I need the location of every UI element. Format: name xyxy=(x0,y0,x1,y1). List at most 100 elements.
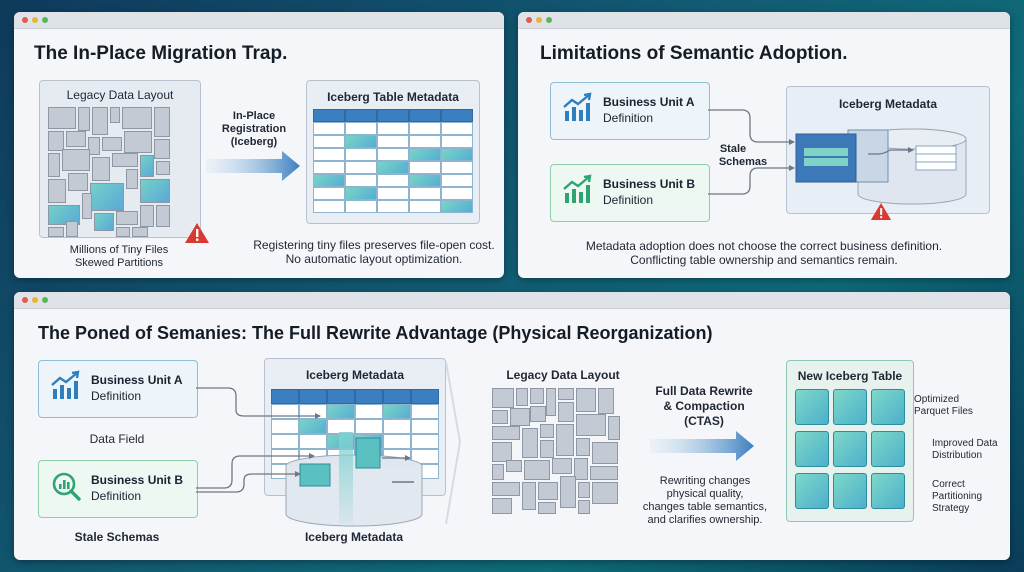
file-tile xyxy=(524,460,550,480)
legacy-layout-box: Legacy Data Layout xyxy=(39,80,201,238)
table-header-cell xyxy=(345,109,377,122)
minimize-dot-icon xyxy=(536,17,542,23)
table-cell xyxy=(441,174,473,187)
rewrite-note-line2: physical quality, xyxy=(666,488,744,500)
table-cell xyxy=(411,404,439,419)
table-header-cell xyxy=(355,389,383,404)
file-tile xyxy=(538,502,556,514)
window-chrome xyxy=(14,12,504,29)
adoption-note-line2: Conflicting table ownership and semantic… xyxy=(630,253,898,267)
table-cell xyxy=(271,404,299,419)
table-cell xyxy=(409,187,441,200)
tiny-files-grid xyxy=(492,388,638,518)
arrow-label-line3: (Iceberg) xyxy=(230,136,278,148)
window-chrome xyxy=(14,292,1010,309)
file-tile xyxy=(522,428,538,458)
file-tile xyxy=(576,414,606,436)
file-tile xyxy=(90,183,124,211)
warning-icon xyxy=(184,222,210,249)
file-tile xyxy=(88,137,100,155)
file-tile xyxy=(576,388,596,412)
file-tile xyxy=(102,137,122,151)
file-tile xyxy=(492,388,514,408)
benefit-3-line3: Strategy xyxy=(932,503,970,514)
file-tile xyxy=(66,221,78,237)
business-unit-b-card: Business Unit B Definition xyxy=(38,460,198,518)
table-cell xyxy=(409,161,441,174)
file-tile xyxy=(574,458,588,480)
table-cell xyxy=(441,200,473,213)
table-cell xyxy=(271,419,299,434)
chart-growth-icon xyxy=(51,370,80,399)
table-cell xyxy=(327,404,355,419)
unit-b-title: Business Unit B xyxy=(603,177,696,191)
table-cell xyxy=(355,404,383,419)
new-iceberg-table-box: New Iceberg Table xyxy=(786,360,914,522)
rewrite-line1: Full Data Rewrite xyxy=(655,384,753,398)
table-header-cell xyxy=(411,389,439,404)
table-header-cell xyxy=(313,109,345,122)
table-cell xyxy=(441,187,473,200)
table-cell xyxy=(377,135,409,148)
file-tile xyxy=(578,482,590,498)
search-chart-icon xyxy=(52,472,81,501)
table-cell xyxy=(299,404,327,419)
file-tile xyxy=(492,410,508,424)
window-chrome xyxy=(518,12,1010,29)
business-unit-b-card: Business Unit B Definition xyxy=(550,164,710,222)
chart-growth-icon xyxy=(563,174,592,203)
file-tile xyxy=(522,482,536,510)
adoption-note-line1: Metadata adoption does not choose the co… xyxy=(585,239,943,253)
table-cell xyxy=(409,174,441,187)
iceberg-table-metadata-box: Iceberg Table Metadata xyxy=(306,80,480,224)
table-cell xyxy=(313,135,345,148)
table-cell xyxy=(271,434,299,449)
table-cell xyxy=(377,122,409,135)
file-tile xyxy=(122,107,152,129)
file-tile xyxy=(68,173,88,191)
table-header-cell xyxy=(383,389,411,404)
table-cell xyxy=(377,200,409,213)
optimized-file-block xyxy=(871,431,905,467)
file-tile xyxy=(540,440,554,458)
file-tile xyxy=(506,460,522,472)
table-cell xyxy=(409,148,441,161)
table-cell xyxy=(441,122,473,135)
data-field-label: Data Field xyxy=(89,432,145,446)
file-tile xyxy=(94,213,114,231)
file-tile xyxy=(540,424,554,438)
table-cell xyxy=(355,419,383,434)
optimized-file-block xyxy=(833,389,867,425)
table-cell xyxy=(383,419,411,434)
rewrite-line2: & Compaction xyxy=(663,399,745,413)
unit-a-title: Business Unit A xyxy=(91,373,183,387)
file-tile xyxy=(598,388,614,414)
warning-icon xyxy=(870,202,892,226)
file-tile xyxy=(492,482,520,496)
file-tile xyxy=(116,227,130,237)
maximize-dot-icon xyxy=(42,297,48,303)
maximize-dot-icon xyxy=(546,17,552,23)
table-cell xyxy=(377,161,409,174)
table-cell xyxy=(441,161,473,174)
file-tile xyxy=(492,426,520,440)
close-dot-icon xyxy=(22,297,28,303)
arrow-label-line1: In-Place xyxy=(232,110,276,122)
table-cell xyxy=(411,449,439,464)
file-tile xyxy=(492,498,512,514)
business-unit-a-card: Business Unit A Definition xyxy=(38,360,198,418)
optimized-file-block xyxy=(795,389,829,425)
table-header-cell xyxy=(299,389,327,404)
unit-b-subtitle: Definition xyxy=(91,489,142,503)
table-cell xyxy=(313,161,345,174)
rewrite-note-line3: changes table semantics, xyxy=(642,501,768,513)
table-cell xyxy=(383,434,411,449)
file-tile xyxy=(576,438,590,456)
table-header-cell xyxy=(441,109,473,122)
file-tile xyxy=(112,153,138,167)
table-cell xyxy=(377,148,409,161)
file-tile xyxy=(578,500,590,514)
legacy-layout-label: Legacy Data Layout xyxy=(506,368,620,382)
metadata-top-label: Iceberg Metadata xyxy=(305,368,405,382)
metadata-diagram xyxy=(708,109,967,205)
